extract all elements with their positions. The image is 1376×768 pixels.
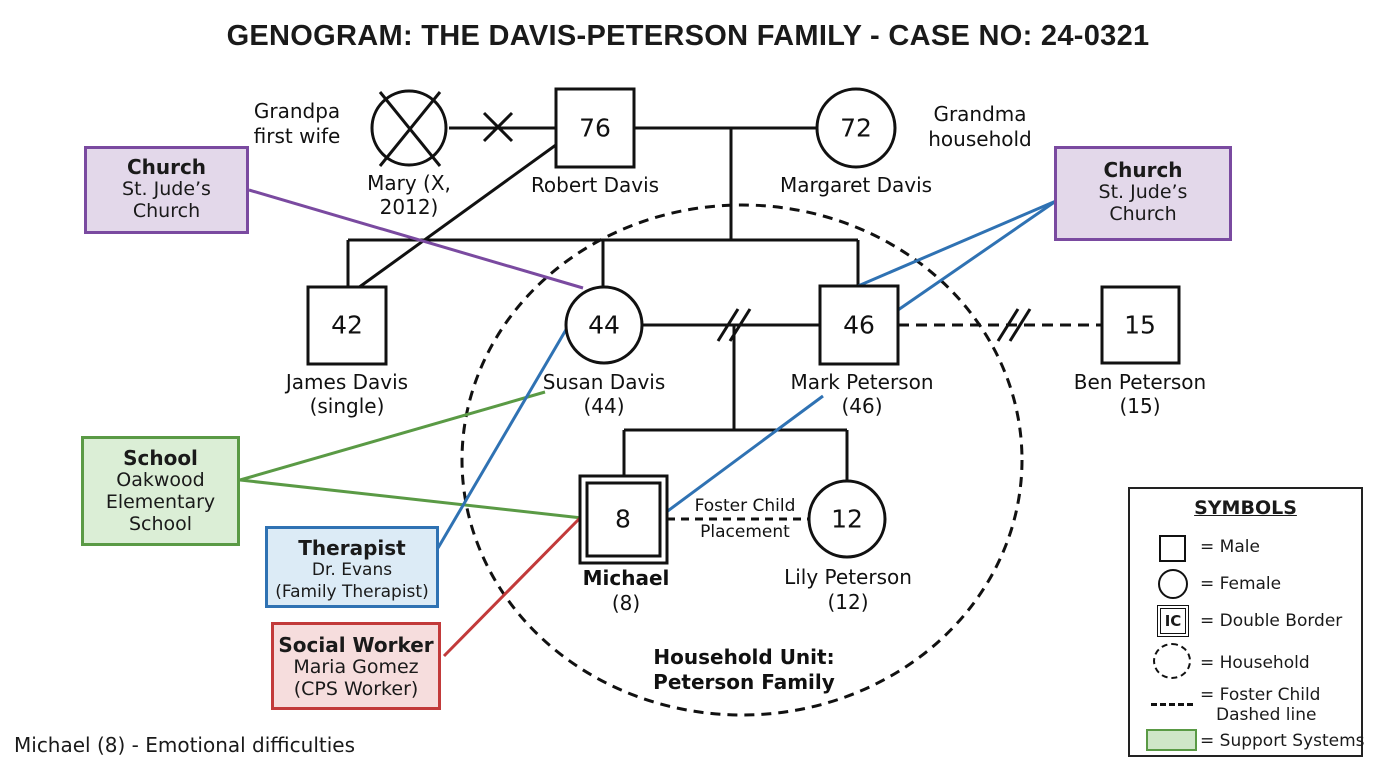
person-sub: (8)	[612, 591, 640, 615]
double-border-icon: IC	[1157, 605, 1189, 637]
person-name: Mark Peterson	[790, 370, 933, 394]
female-symbol	[807, 479, 887, 559]
foster-placement-line2: Placement	[700, 522, 790, 542]
case-note: Michael (8) - Emotional difficulties	[14, 733, 355, 757]
support-line: (CPS Worker)	[293, 678, 419, 700]
page-title: GENOGRAM: THE DAVIS-PETERSON FAMILY - CA…	[226, 20, 1150, 52]
support-church-left: Church St. Jude’s Church	[84, 146, 249, 234]
support-line: Dr. Evans	[311, 560, 393, 580]
support-title: Therapist	[298, 536, 406, 560]
legend-label: = Household	[1200, 653, 1310, 673]
person-robert: 76 Robert Davis	[531, 87, 659, 197]
square-icon	[1159, 535, 1186, 562]
female-symbol	[564, 285, 644, 365]
support-line: (Family Therapist)	[275, 582, 429, 602]
female-symbol	[815, 87, 897, 169]
symbols-legend: SYMBOLS = Male = Female IC = Double Bord…	[1128, 487, 1365, 759]
male-symbol	[1100, 285, 1181, 365]
grandma-household-line1: Grandma	[933, 102, 1026, 126]
legend-item-male: = Male	[1130, 533, 1361, 563]
person-mary: Mary (X, 2012)	[367, 89, 451, 219]
support-title: Church	[126, 155, 207, 179]
support-therapist: Therapist Dr. Evans (Family Therapist)	[265, 526, 439, 608]
male-symbol	[818, 284, 900, 366]
support-line: Elementary	[105, 491, 216, 513]
legend-title: SYMBOLS	[1194, 497, 1297, 519]
legend-label-2: Dashed line	[1216, 705, 1317, 725]
age-number: 76	[579, 114, 611, 143]
person-sub: (46)	[841, 394, 882, 418]
legend-item-foster: = Foster Child Dashed line	[1130, 683, 1361, 725]
person-susan: 44 Susan Davis (44)	[543, 285, 666, 418]
legend-label: = Support Systems	[1200, 731, 1365, 751]
person-sub: (44)	[583, 394, 624, 418]
person-name: Susan Davis	[543, 370, 666, 394]
age-number: 8	[615, 505, 631, 534]
person-name: Mary (X,	[367, 171, 451, 195]
legend-label: = Foster Child	[1200, 685, 1321, 705]
circle-icon	[1158, 569, 1188, 599]
mark-ben-relationship	[898, 308, 1101, 342]
person-ben: 15 Ben Peterson (15)	[1074, 285, 1206, 418]
legend-label: = Male	[1200, 537, 1260, 557]
person-name: Margaret Davis	[780, 173, 932, 197]
support-line: Maria Gomez	[293, 656, 419, 678]
household-caption-line1: Household Unit:	[653, 645, 834, 669]
person-sub: (12)	[827, 590, 868, 614]
person-name: Robert Davis	[531, 173, 659, 197]
person-sub: (single)	[310, 394, 385, 418]
support-line: Church	[132, 200, 201, 222]
legend-label: = Double Border	[1200, 611, 1343, 631]
family-lines	[346, 111, 860, 481]
support-line: Oakwood	[116, 469, 205, 491]
legend-item-household: = Household	[1130, 643, 1361, 679]
person-mark: 46 Mark Peterson (46)	[790, 284, 934, 418]
age-number: 42	[331, 311, 363, 340]
person-margaret: 72 Margaret Davis	[780, 87, 932, 197]
legend-item-double-border: IC = Double Border	[1130, 605, 1361, 637]
legend-item-support: = Support Systems	[1130, 729, 1365, 759]
male-symbol	[306, 285, 388, 366]
grandpa-first-wife-line1: Grandpa	[254, 99, 340, 123]
support-church-right: Church St. Jude’s Church	[1054, 146, 1232, 241]
support-box-icon	[1146, 729, 1197, 751]
dashed-circle-icon	[1153, 643, 1191, 679]
person-sub: 2012)	[380, 195, 439, 219]
person-name: James Davis	[284, 370, 408, 394]
support-school: School Oakwood Elementary School	[81, 436, 240, 546]
person-name: Lily Peterson	[784, 565, 912, 589]
household-caption-line2: Peterson Family	[653, 670, 835, 694]
person-james: 42 James Davis (single)	[284, 285, 408, 418]
age-number: 72	[840, 114, 872, 143]
support-social-worker: Social Worker Maria Gomez (CPS Worker)	[271, 622, 441, 710]
household-boundary	[460, 203, 1024, 717]
grandma-household-line2: household	[928, 127, 1031, 151]
support-line: St. Jude’s	[122, 178, 211, 200]
support-title: School	[123, 446, 198, 470]
support-lines	[239, 188, 1057, 658]
age-number: 12	[831, 505, 863, 534]
age-number: 44	[588, 311, 620, 340]
support-line: St. Jude’s	[1098, 181, 1188, 203]
support-line: School	[128, 513, 193, 535]
support-title: Social Worker	[278, 633, 434, 657]
person-michael: 8 Michael (8)	[578, 474, 670, 615]
support-title: Church	[1103, 158, 1183, 182]
age-number: 15	[1124, 311, 1156, 340]
person-sub: (15)	[1119, 394, 1160, 418]
legend-label: = Female	[1200, 574, 1282, 594]
dashed-line-icon	[1151, 703, 1193, 706]
support-line: Church	[1109, 203, 1177, 225]
male-symbol	[554, 87, 636, 169]
person-lily: 12 Lily Peterson (12)	[784, 479, 912, 614]
person-name: Ben Peterson	[1074, 370, 1206, 394]
legend-item-female: = Female	[1130, 569, 1361, 599]
person-name: Michael	[583, 566, 670, 590]
grandpa-first-wife-line2: first wife	[254, 124, 341, 148]
age-number: 46	[843, 311, 875, 340]
foster-placement-line1: Foster Child	[695, 496, 796, 516]
